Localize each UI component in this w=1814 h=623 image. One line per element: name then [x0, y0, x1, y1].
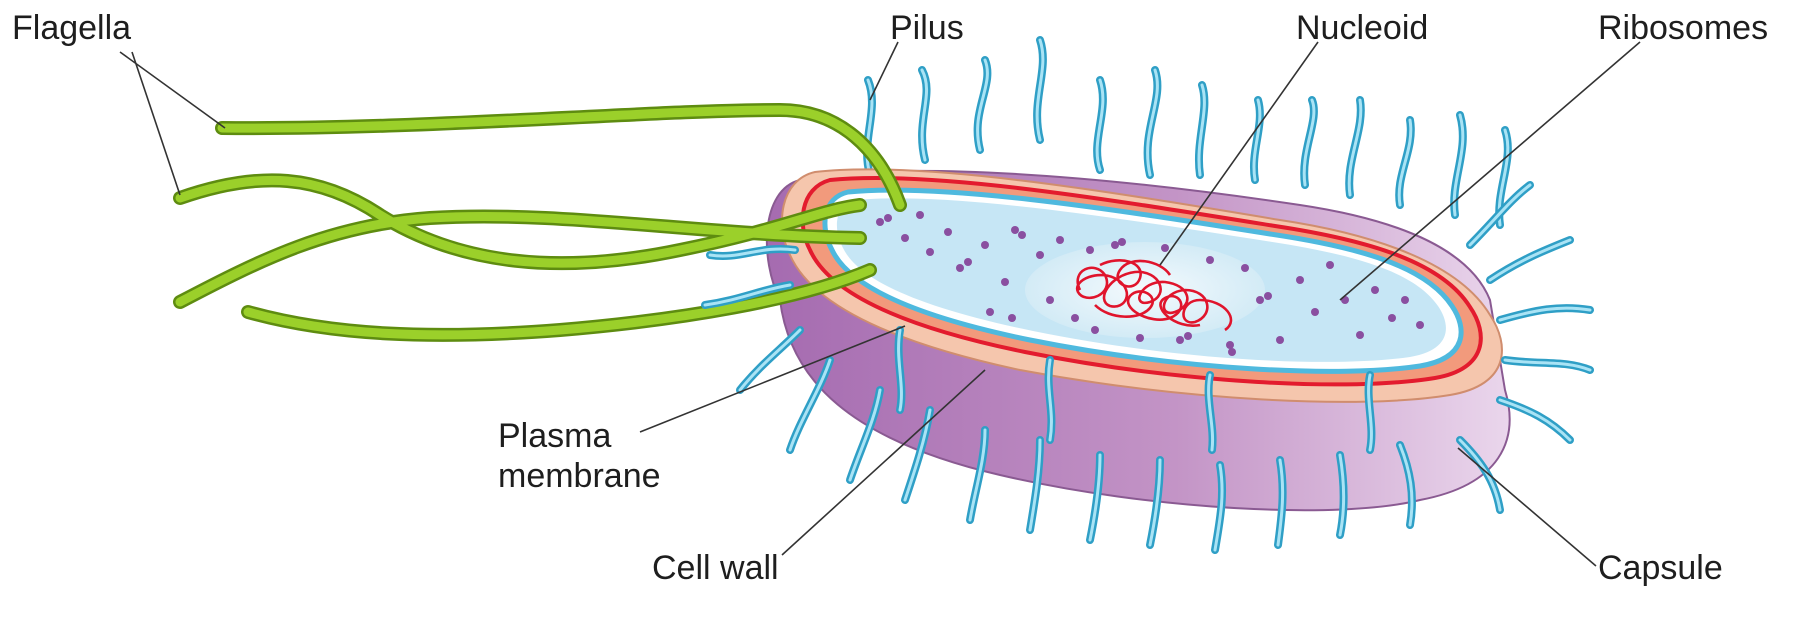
leader-ribosomes [1340, 42, 1640, 300]
flagella [180, 110, 900, 335]
label-capsule: Capsule [1598, 548, 1723, 588]
label-flagella: Flagella [12, 8, 131, 48]
label-plasma-membrane-line2: membrane [498, 456, 661, 496]
leader-flagella-2 [132, 52, 180, 195]
label-nucleoid: Nucleoid [1296, 8, 1428, 48]
label-pilus: Pilus [890, 8, 964, 48]
label-ribosomes: Ribosomes [1598, 8, 1768, 48]
label-cell-wall: Cell wall [652, 548, 779, 588]
label-plasma-membrane: Plasma membrane [498, 416, 661, 496]
label-plasma-membrane-line1: Plasma [498, 416, 661, 456]
leader-capsule [1458, 448, 1596, 566]
leader-pilus [870, 42, 898, 100]
